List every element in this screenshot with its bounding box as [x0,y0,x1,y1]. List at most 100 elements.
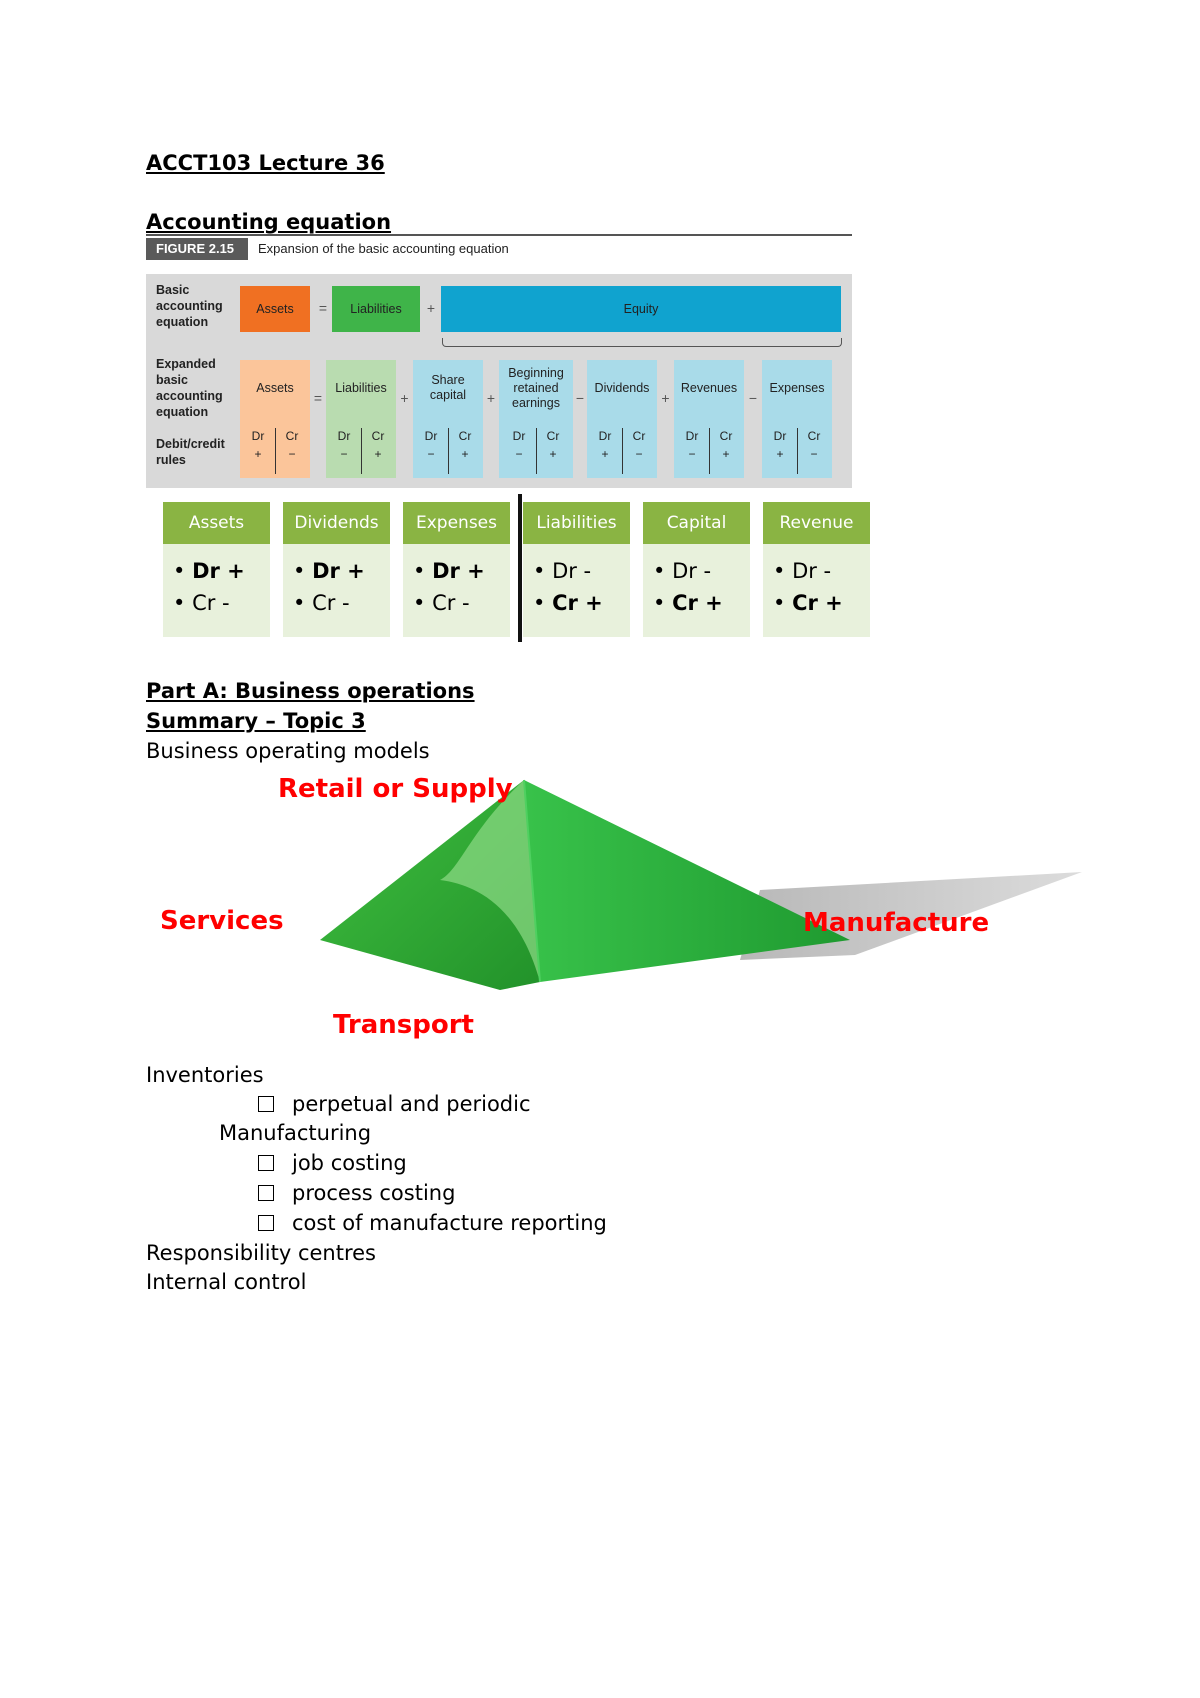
expanded-box-label: Share capital [429,373,467,402]
expanded-operator: − [575,390,585,406]
debit-sign: − [427,447,435,461]
pyramid-edge [523,779,541,983]
bullet-icon: • [293,559,313,583]
t-account-box: Dividends• Dr +• Cr - [283,502,390,637]
label-transport: Transport [333,1010,474,1040]
credit-sign: − [288,447,296,461]
pyramid-right-face [524,780,850,982]
debit-label: Dr [424,429,438,443]
t-account-rule-text: Dr + [192,559,245,583]
t-account-rule-text: Cr + [552,591,603,615]
t-account-rule-text: Cr + [792,591,843,615]
row-label-basic: Basic accounting equation [156,283,223,329]
part-a-heading: Part A: Business operations [146,679,475,703]
credit-sign: − [810,447,818,461]
debit-sign: + [601,447,609,461]
summary-heading: Summary – Topic 3 [146,709,366,733]
credit-sign: + [549,447,557,461]
t-account-rule-text: Cr + [672,591,723,615]
debit-credit-separator [622,428,623,474]
t-account-header: Liabilities [523,502,630,544]
debit-sign: + [254,447,262,461]
list-item: cost of manufacture reporting [258,1208,607,1238]
credit-label: Cr [632,429,646,443]
label-manufacture: Manufacture [803,908,990,938]
debit-sign: − [340,447,348,461]
figure-accounting-equation: FIGURE 2.15 Expansion of the basic accou… [146,234,852,488]
t-account-rule: • Cr + [773,588,843,618]
t-account-rule: • Dr + [173,556,245,586]
basic-plus-operator: + [426,300,436,316]
topic-inventories: Inventories [146,1063,264,1087]
t-account-rule-text: Dr + [432,559,485,583]
section-heading-accounting-equation: Accounting equation [146,210,392,234]
debit-credit-separator [536,428,537,474]
debit-credit-separator [709,428,710,474]
t-account-rule: • Dr - [773,556,831,586]
bullet-icon: • [653,591,673,615]
list-item: job costing [258,1148,407,1178]
t-account-rule-text: Cr - [312,591,350,615]
expanded-operator: = [313,390,323,406]
row-label-rules: Debit/credit rules [156,437,225,467]
credit-label: Cr [458,429,472,443]
debit-sign: − [515,447,523,461]
bullet-icon: • [293,591,313,615]
pyramid-highlight [440,780,540,982]
bullet-icon: • [173,591,193,615]
bullet-icon: • [533,591,553,615]
credit-sign: − [635,447,643,461]
topic-internal-control: Internal control [146,1270,307,1294]
list-item-text: process costing [292,1181,456,1205]
t-account-rule-text: Dr + [312,559,365,583]
basic-assets-box: Assets [240,286,310,332]
bullet-icon: • [653,559,673,583]
debit-sign: + [776,447,784,461]
list-item: process costing [258,1178,455,1208]
topic-responsibility-centres: Responsibility centres [146,1241,376,1265]
t-account-rule: • Dr + [413,556,485,586]
business-model-diagram [320,779,1082,990]
label-services: Services [160,906,284,936]
t-account-box: Assets • Dr + • Cr - [163,502,270,637]
expanded-operator: + [486,390,496,406]
checkbox-icon [258,1096,274,1112]
debit-label: Dr [337,429,351,443]
list-item-text: job costing [292,1151,407,1175]
t-account-rule: • Cr - [413,588,470,618]
t-account-divider [518,494,522,642]
t-account-box: Revenue• Dr -• Cr + [763,502,870,637]
bullet-icon: • [773,559,793,583]
checkbox-icon [258,1185,274,1201]
debit-credit-separator [448,428,449,474]
t-account-rule: • Dr + [293,556,365,586]
credit-label: Cr [546,429,560,443]
debit-credit-separator [797,428,798,474]
figure-top-rule [146,234,852,236]
expanded-operator: + [661,390,670,406]
credit-sign: + [374,447,382,461]
list-item-text: perpetual and periodic [292,1092,531,1116]
expanded-box-label: Expenses [769,380,825,395]
t-account-rule-text: Cr - [192,591,230,615]
credit-sign: + [722,447,730,461]
figure-label: FIGURE 2.15 [146,238,248,260]
debit-sign: − [688,447,696,461]
page-title: ACCT103 Lecture 36 [146,151,385,175]
expanded-box-label: Assets [256,380,294,395]
row-label-expanded: Expanded basic accounting equation [156,357,223,419]
t-account-rule: • Cr + [533,588,603,618]
t-account-header: Assets [163,502,270,544]
credit-sign: + [461,447,469,461]
t-account-rule-text: Dr - [552,559,592,583]
expanded-box-label: Revenues [680,380,738,395]
credit-label: Cr [371,429,385,443]
expanded-operator: + [400,390,409,406]
t-account-rule-text: Cr - [432,591,470,615]
debit-credit-separator [361,428,362,474]
